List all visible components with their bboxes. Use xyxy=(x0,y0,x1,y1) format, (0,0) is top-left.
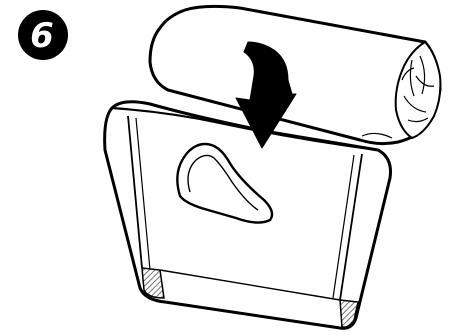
packing-illustration xyxy=(0,0,450,336)
